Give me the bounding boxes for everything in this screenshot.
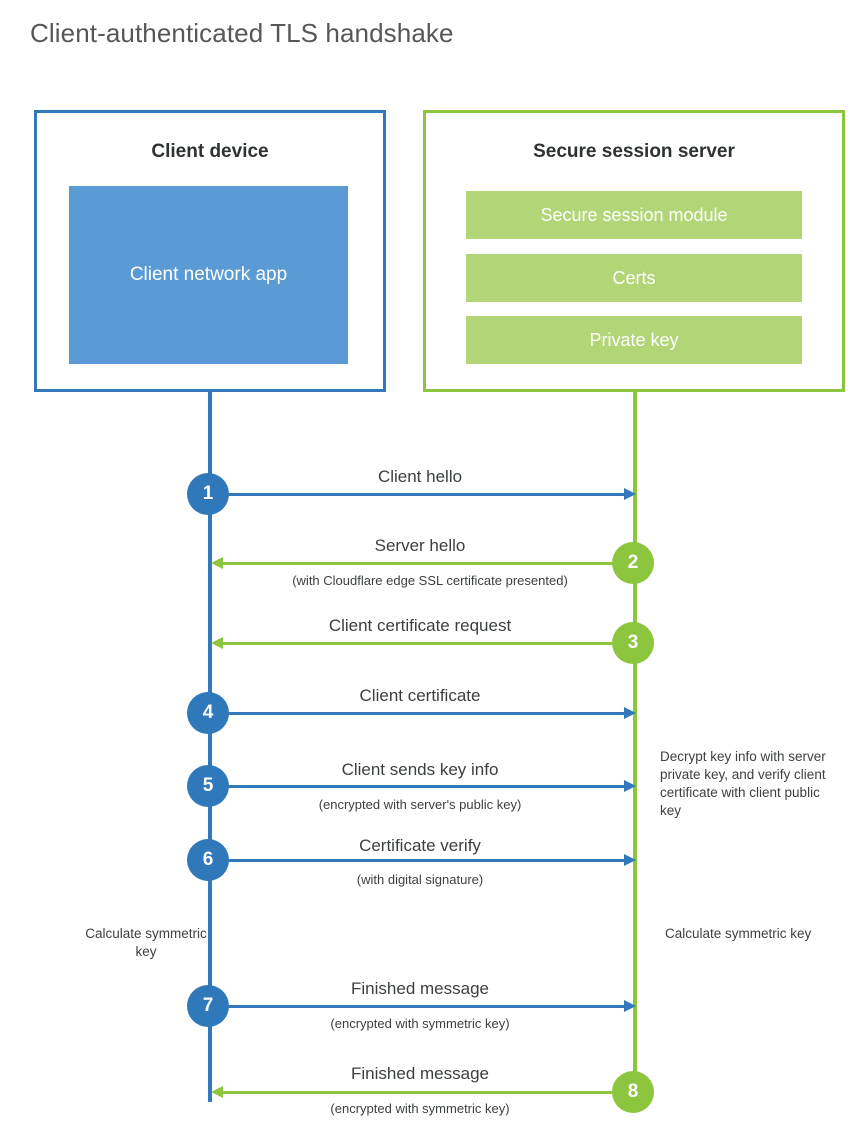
arrow-step-2 [211,557,633,569]
arrow-step-8 [211,1086,633,1098]
sublabel-step-6: (with digital signature) [356,872,484,887]
annotation-server-calculate-symmetric-key: Calculate symmetric key [665,926,812,941]
arrow-step-6 [210,854,636,866]
sublabel-step-5: (encrypted with server's public key) [318,797,522,812]
label-step-6: Certificate verify [359,836,481,855]
client-device-title: Client device [151,141,269,162]
label-step-2: Server hello [374,536,466,555]
step-circle-8[interactable]: 8 [612,1071,654,1113]
label-step-8: Finished message [351,1064,489,1083]
arrowhead-right-icon [624,780,636,792]
client-lifeline [208,392,212,1102]
step-circle-7[interactable]: 7 [187,985,229,1027]
client-network-app-block: Client network app [69,186,348,364]
arrowhead-right-icon [624,707,636,719]
sublabel-step-8: (encrypted with symmetric key) [330,1101,510,1116]
arrowhead-left-icon [211,557,223,569]
label-step-4: Client certificate [359,686,481,705]
arrowhead-right-icon [624,854,636,866]
label-step-3: Client certificate request [328,616,512,635]
arrow-step-4 [210,707,636,719]
step-circle-3[interactable]: 3 [612,622,654,664]
arrowhead-right-icon [624,1000,636,1012]
arrow-step-7 [210,1000,636,1012]
server-bar-private-key: Private key [466,316,802,364]
step-circle-4[interactable]: 4 [187,692,229,734]
server-bar-secure-session-module: Secure session module [466,191,802,239]
client-device-box: Client device Client network app [34,110,386,392]
sublabel-step-7: (encrypted with symmetric key) [330,1016,510,1031]
arrowhead-right-icon [624,488,636,500]
label-step-1: Client hello [377,467,463,486]
secure-session-server-title: Secure session server [533,141,735,162]
step-circle-1[interactable]: 1 [187,473,229,515]
arrowhead-left-icon [211,637,223,649]
label-step-7: Finished message [351,979,489,998]
arrowhead-left-icon [211,1086,223,1098]
arrow-step-5 [210,780,636,792]
annotation-server-decrypt: Decrypt key info with server private key… [660,749,826,818]
arrow-step-3 [211,637,633,649]
annotation-client-calculate-symmetric-key: Calculate symmetric key [85,926,207,959]
step-circle-6[interactable]: 6 [187,839,229,881]
label-step-5: Client sends key info [341,760,499,779]
secure-session-server-box: Secure session server Secure session mod… [423,110,845,392]
server-bar-certs: Certs [466,254,802,302]
page-title: Client-authenticated TLS handshake [30,18,454,48]
arrow-step-1 [210,488,636,500]
step-circle-2[interactable]: 2 [612,542,654,584]
sublabel-step-2: (with Cloudflare edge SSL certificate pr… [292,573,568,588]
step-circle-5[interactable]: 5 [187,765,229,807]
server-lifeline [633,392,637,1094]
